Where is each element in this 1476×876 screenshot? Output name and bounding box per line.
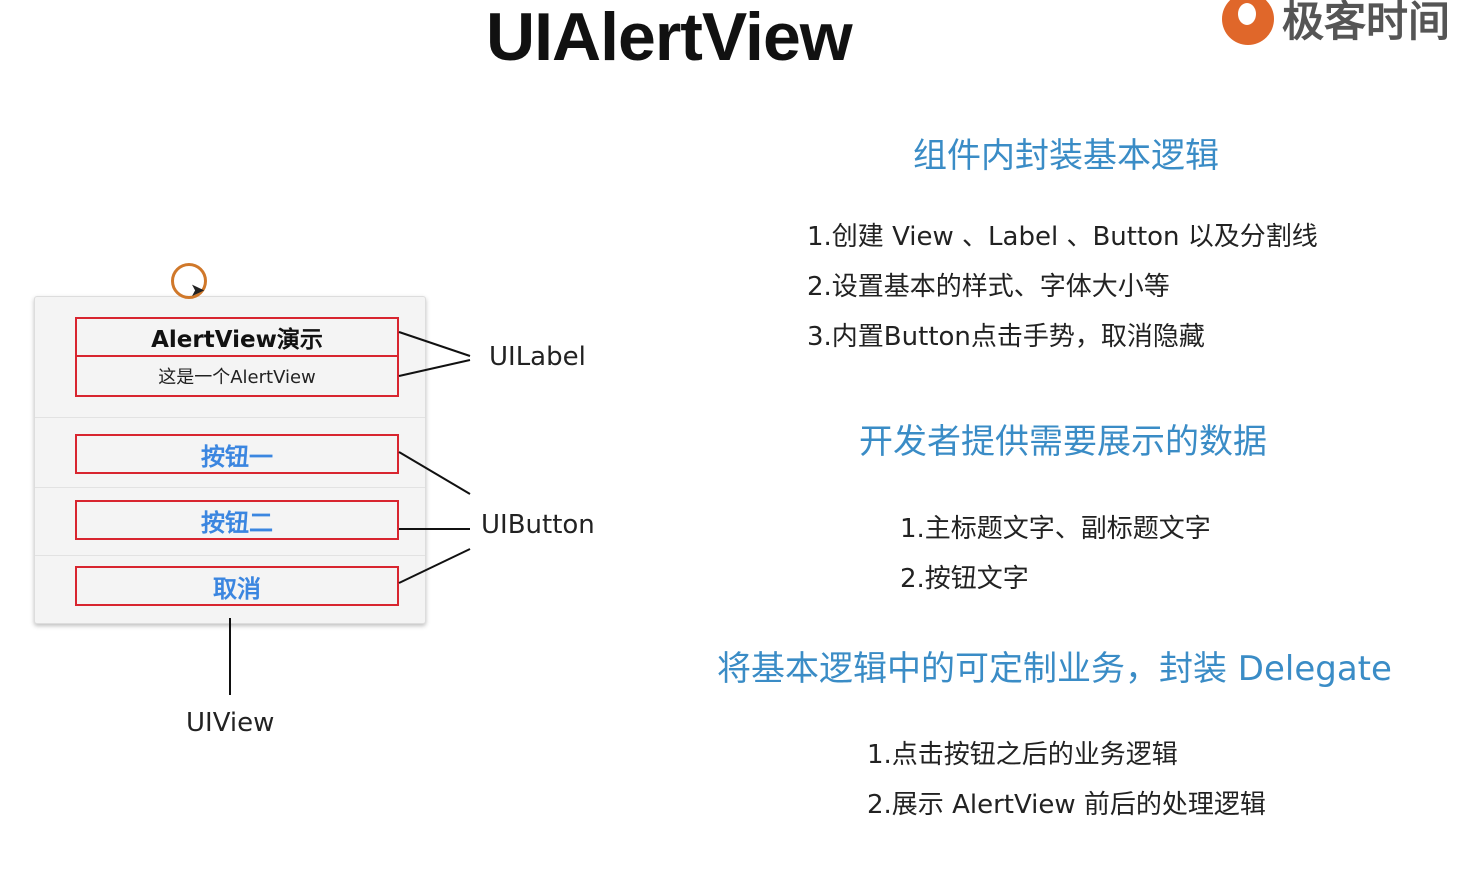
button-one[interactable]: 按钮一	[75, 434, 399, 474]
button-label: 按钮二	[201, 508, 273, 537]
section-heading: 组件内封装基本逻辑	[913, 136, 1219, 176]
list-item: 3.内置Button点击手势，取消隐藏	[807, 322, 1205, 352]
divider	[35, 487, 425, 488]
connector-line	[398, 548, 471, 584]
uibutton-label: UIButton	[481, 510, 595, 540]
logo: 极客时间	[1222, 0, 1450, 49]
button-label: 按钮一	[201, 442, 273, 471]
connector-line	[398, 451, 471, 495]
page-title: UIAlertView	[486, 0, 853, 75]
section-heading: 开发者提供需要展示的数据	[859, 422, 1267, 462]
list-item: 1.创建 View 、Label 、Button 以及分割线	[807, 222, 1318, 252]
list-item: 2.设置基本的样式、字体大小等	[807, 272, 1170, 302]
logo-text: 极客时间	[1282, 0, 1451, 46]
alert-message-box: 这是一个AlertView	[75, 355, 399, 397]
uiview-label: UIView	[186, 708, 275, 738]
list-item: 2.按钮文字	[900, 564, 1029, 594]
list-item: 2.展示 AlertView 前后的处理逻辑	[867, 790, 1266, 820]
connector-line	[398, 331, 471, 357]
alert-view	[34, 296, 426, 624]
connector-line	[398, 359, 471, 377]
mouse-pointer-icon: ➤	[190, 280, 206, 301]
button-two[interactable]: 按钮二	[75, 500, 399, 540]
divider	[35, 555, 425, 556]
logo-icon	[1222, 0, 1274, 45]
alert-title: AlertView演示	[151, 327, 323, 353]
section-heading: 将基本逻辑中的可定制业务，封装 Delegate	[717, 649, 1392, 689]
button-label: 取消	[213, 574, 261, 603]
list-item: 1.点击按钮之后的业务逻辑	[867, 740, 1178, 770]
alert-message: 这是一个AlertView	[158, 367, 316, 388]
cursor-highlight-icon	[171, 263, 207, 299]
list-item: 1.主标题文字、副标题文字	[900, 514, 1211, 544]
cancel-button[interactable]: 取消	[75, 566, 399, 606]
divider	[35, 417, 425, 418]
uilabel-label: UILabel	[489, 342, 586, 372]
